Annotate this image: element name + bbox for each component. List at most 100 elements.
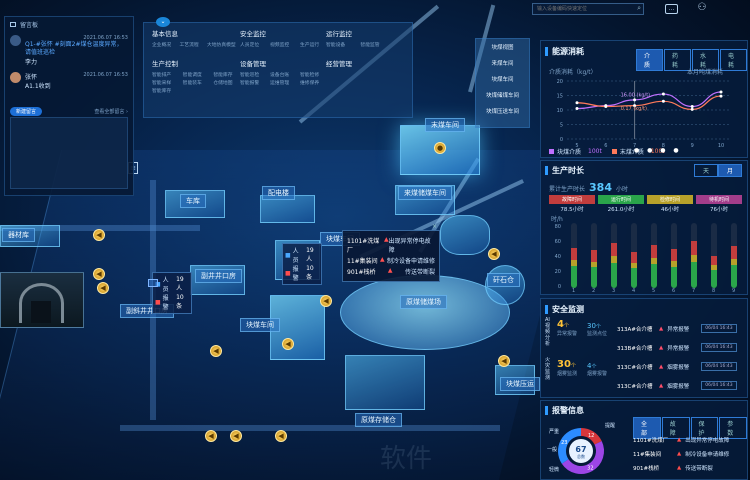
search-bar[interactable]: ⌕	[532, 3, 644, 15]
label-warehouse[interactable]: 器材库	[2, 228, 35, 242]
view-all-messages-link[interactable]: 查看全部留言 ›	[94, 109, 128, 115]
menu-item[interactable]: 大地仿真模型	[206, 43, 236, 48]
data-point[interactable]	[633, 98, 637, 102]
production-gauge[interactable]	[611, 223, 617, 288]
data-point[interactable]	[719, 90, 723, 94]
menu-item[interactable]: 人员定位	[240, 43, 260, 48]
menu-item[interactable]: 工艺流程	[179, 43, 199, 48]
data-point[interactable]	[719, 94, 723, 98]
production-gauge[interactable]	[571, 223, 577, 288]
camera-pin[interactable]: ◀	[320, 295, 332, 307]
label-kuai2[interactable]: 块煤车间	[240, 318, 280, 332]
menu-item[interactable]: 仓储地图	[213, 81, 233, 86]
menu-item[interactable]: 智能装车	[182, 81, 202, 86]
data-point[interactable]	[690, 107, 694, 111]
camera-pin[interactable]: ◀	[275, 430, 287, 442]
alarm-list-item[interactable]: 1101#洗煤厂▲出现异常停电故障	[633, 433, 744, 447]
energy-tab[interactable]: 水耗	[692, 49, 719, 71]
label-mo-coal[interactable]: 末煤车间	[425, 118, 465, 132]
production-gauge[interactable]	[731, 223, 737, 288]
menu-item[interactable]: 智能设备	[326, 43, 346, 48]
menu-item[interactable]: 视频监控	[270, 43, 290, 48]
menu-section-title[interactable]: 生产控制	[152, 60, 178, 68]
menu-section-title[interactable]: 安全监控	[240, 30, 266, 38]
alarm-tab[interactable]: 故障	[661, 417, 690, 439]
menu-item[interactable]: 智能巡检	[240, 73, 260, 78]
camera-pin[interactable]: ◀	[205, 430, 217, 442]
menu-section-title[interactable]: 运行监控	[326, 30, 352, 38]
menu-item[interactable]: 智能库存	[152, 89, 172, 94]
message-item[interactable]: 2021.06.07 16:53 Q1-#张怀 #刻面2#煤仓温度异常，请值班巡…	[5, 32, 133, 69]
menu-item[interactable]: 智能库存	[213, 73, 233, 78]
new-message-button[interactable]: 新建留言	[10, 107, 43, 116]
building-raw-yard[interactable]	[340, 275, 510, 350]
pager-dots[interactable]: ● ● ● ●	[634, 147, 682, 154]
menu-item[interactable]: 智能采样	[152, 81, 172, 86]
camera-pin[interactable]: ◀	[210, 345, 222, 357]
data-point[interactable]	[661, 92, 665, 96]
chat-icon[interactable]: …	[665, 4, 678, 14]
route-item[interactable]: 块煤视图	[491, 45, 514, 51]
tab-month[interactable]: 月	[717, 164, 742, 177]
message-input-area[interactable]	[10, 117, 128, 189]
safety-metric[interactable]: 30个监测点位	[587, 322, 607, 337]
data-point[interactable]	[575, 101, 579, 105]
energy-tab[interactable]: 电耗	[720, 49, 747, 71]
camera-pin[interactable]: ◀	[97, 282, 109, 294]
menu-item[interactable]: 运维管理	[270, 81, 290, 86]
label-garage[interactable]: 车库	[180, 194, 206, 208]
production-gauge[interactable]	[671, 223, 677, 288]
camera-pin[interactable]: ◀	[498, 355, 510, 367]
menu-item[interactable]: 智能报警	[240, 81, 260, 86]
camera-pin[interactable]: ◀	[230, 430, 242, 442]
camera-pin[interactable]: ●	[434, 142, 446, 154]
video-thumbnail[interactable]	[0, 272, 84, 328]
camera-pin[interactable]: ◀	[282, 338, 294, 350]
close-icon[interactable]: ×	[431, 223, 437, 230]
route-item[interactable]: 块煤压送车间	[485, 109, 519, 115]
safety-metric[interactable]: 4个烟雾报警	[587, 362, 607, 377]
data-point[interactable]	[661, 99, 665, 103]
menu-section-title[interactable]: 设备管理	[240, 60, 266, 68]
camera-pin[interactable]: ◀	[93, 229, 105, 241]
production-gauge[interactable]	[591, 223, 597, 288]
menu-item[interactable]: 智能检修	[300, 73, 320, 78]
label-fujing[interactable]: 副井井口房	[195, 269, 242, 283]
building-power[interactable]	[260, 195, 315, 223]
route-item[interactable]: 块煤车间	[491, 77, 514, 83]
menu-collapse-toggle[interactable]: ⌄	[156, 17, 170, 27]
alarm-tab[interactable]: 参数	[719, 417, 747, 439]
user-icon[interactable]: ⚇	[697, 2, 707, 13]
safety-metric[interactable]: 4个异常报警	[557, 319, 577, 337]
production-gauge[interactable]	[691, 223, 697, 288]
label-gangue[interactable]: 矸石仓	[487, 273, 520, 287]
alert-popup[interactable]: 1101#洗煤厂▲出现异常停电故障 11#集装间▲制冷设备申请维修 901#栈桥…	[342, 223, 440, 282]
menu-item[interactable]: 生产运行	[300, 43, 320, 48]
menu-item[interactable]: 智能调度	[182, 73, 202, 78]
donut-segment[interactable]	[580, 428, 602, 445]
data-point[interactable]	[604, 105, 608, 109]
energy-tab[interactable]: 介质	[636, 49, 663, 71]
camera-pin[interactable]: ◀	[488, 248, 500, 260]
map-scene[interactable]: 末煤车间 配电楼 车库 来煤储煤车间 器材库 块煤车间 副井井口房 副斜井井口房…	[0, 0, 540, 480]
safety-metric[interactable]: 30个烟雾监测	[557, 359, 577, 377]
alarm-list-item[interactable]: 901#栈桥▲传送带断裂	[633, 461, 744, 475]
tab-day[interactable]: 天	[693, 164, 718, 177]
alarm-list-item[interactable]: 11#集装间▲制冷设备申请维修	[633, 447, 744, 461]
search-input[interactable]	[533, 4, 633, 14]
energy-tab[interactable]: 药耗	[664, 49, 691, 71]
menu-section-title[interactable]: 基本信息	[152, 30, 178, 38]
label-storage[interactable]: 原煤存储仓	[355, 413, 402, 427]
production-gauge[interactable]	[711, 223, 717, 288]
label-raw-yard[interactable]: 原煤储煤场	[400, 295, 447, 309]
route-item[interactable]: 来煤车间	[491, 61, 514, 67]
menu-item[interactable]: 维修保养	[300, 81, 320, 86]
data-point[interactable]	[575, 107, 579, 111]
